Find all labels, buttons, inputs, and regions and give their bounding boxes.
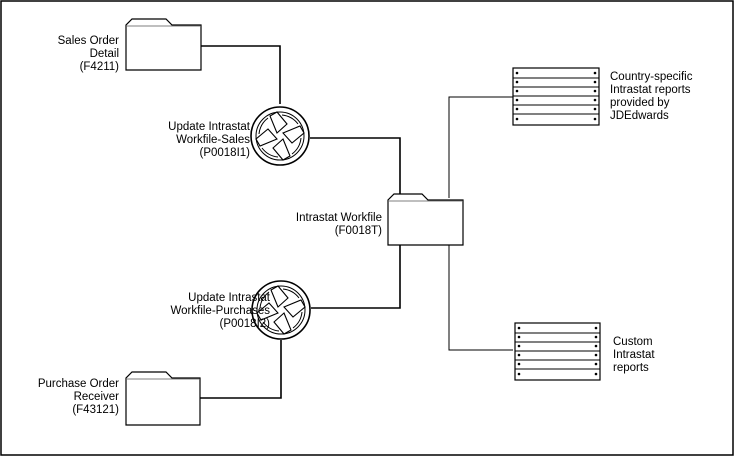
report-connector-lines	[448, 96, 513, 351]
custom-reports-icon	[514, 322, 601, 381]
workfile-label: Intrastat Workfile (F0018T)	[296, 212, 382, 238]
sales-order-label: Sales Order Detail (F4211)	[58, 35, 119, 74]
custom-reports-label-line: Custom	[613, 336, 653, 348]
sales-order-folder-icon	[125, 18, 202, 71]
update-purchases-label-line: (P0018I2)	[219, 318, 270, 330]
update-sales-process-icon	[250, 106, 310, 166]
workfile-folder-icon	[387, 193, 464, 246]
sales-order-label-line: Sales Order	[57, 35, 119, 47]
custom-reports-label-line: Intrastat	[613, 349, 655, 361]
country-reports-label-line: Country-specific	[610, 71, 693, 83]
connector-update-sales-to-workfile	[310, 137, 401, 198]
connector-sales-order-to-update	[201, 45, 281, 104]
workfile-label-line: (F0018T)	[334, 225, 382, 237]
purchase-order-folder-icon	[125, 371, 201, 426]
update-purchases-label: Update Intrastat Workfile-Purchases (P00…	[171, 292, 271, 331]
update-sales-label: Update Intrastat Workfile-Sales (P0018I1…	[168, 121, 250, 160]
sales-order-label-line: Detail	[89, 48, 119, 60]
update-sales-label-line: Workfile-Sales	[176, 134, 250, 146]
sales-order-label-line: (F4211)	[79, 61, 119, 73]
country-reports-label-line: JDEdwards	[610, 110, 669, 122]
country-reports-label: Country-specific Intrastat reports provi…	[610, 71, 692, 123]
country-reports-label-line: provided by	[610, 97, 670, 109]
custom-reports-label-line: reports	[613, 362, 649, 374]
purchase-order-label-line: (F43121)	[72, 404, 119, 416]
purchase-order-label-line: Receiver	[73, 391, 119, 403]
country-reports-icon	[512, 67, 600, 126]
update-purchases-label-line: Update Intrastat	[188, 292, 270, 304]
connector-update-purchases-to-purchase-order	[200, 340, 282, 399]
connector-workfile-to-custom-reports	[448, 245, 513, 351]
custom-reports-label: Custom Intrastat reports	[613, 336, 655, 375]
update-sales-label-line: (P0018I1)	[199, 147, 250, 159]
update-purchases-label-line: Workfile-Purchases	[170, 305, 271, 317]
connector-lines	[200, 45, 401, 399]
country-reports-label-line: Intrastat reports	[610, 84, 691, 96]
connector-workfile-to-country-reports	[448, 96, 513, 198]
purchase-order-label: Purchase Order Receiver (F43121)	[38, 378, 119, 417]
update-sales-label-line: Update Intrastat	[168, 121, 250, 133]
workfile-label-line: Intrastat Workfile	[295, 212, 382, 224]
purchase-order-label-line: Purchase Order	[37, 378, 119, 390]
connector-workfile-to-update-purchases	[311, 245, 401, 309]
